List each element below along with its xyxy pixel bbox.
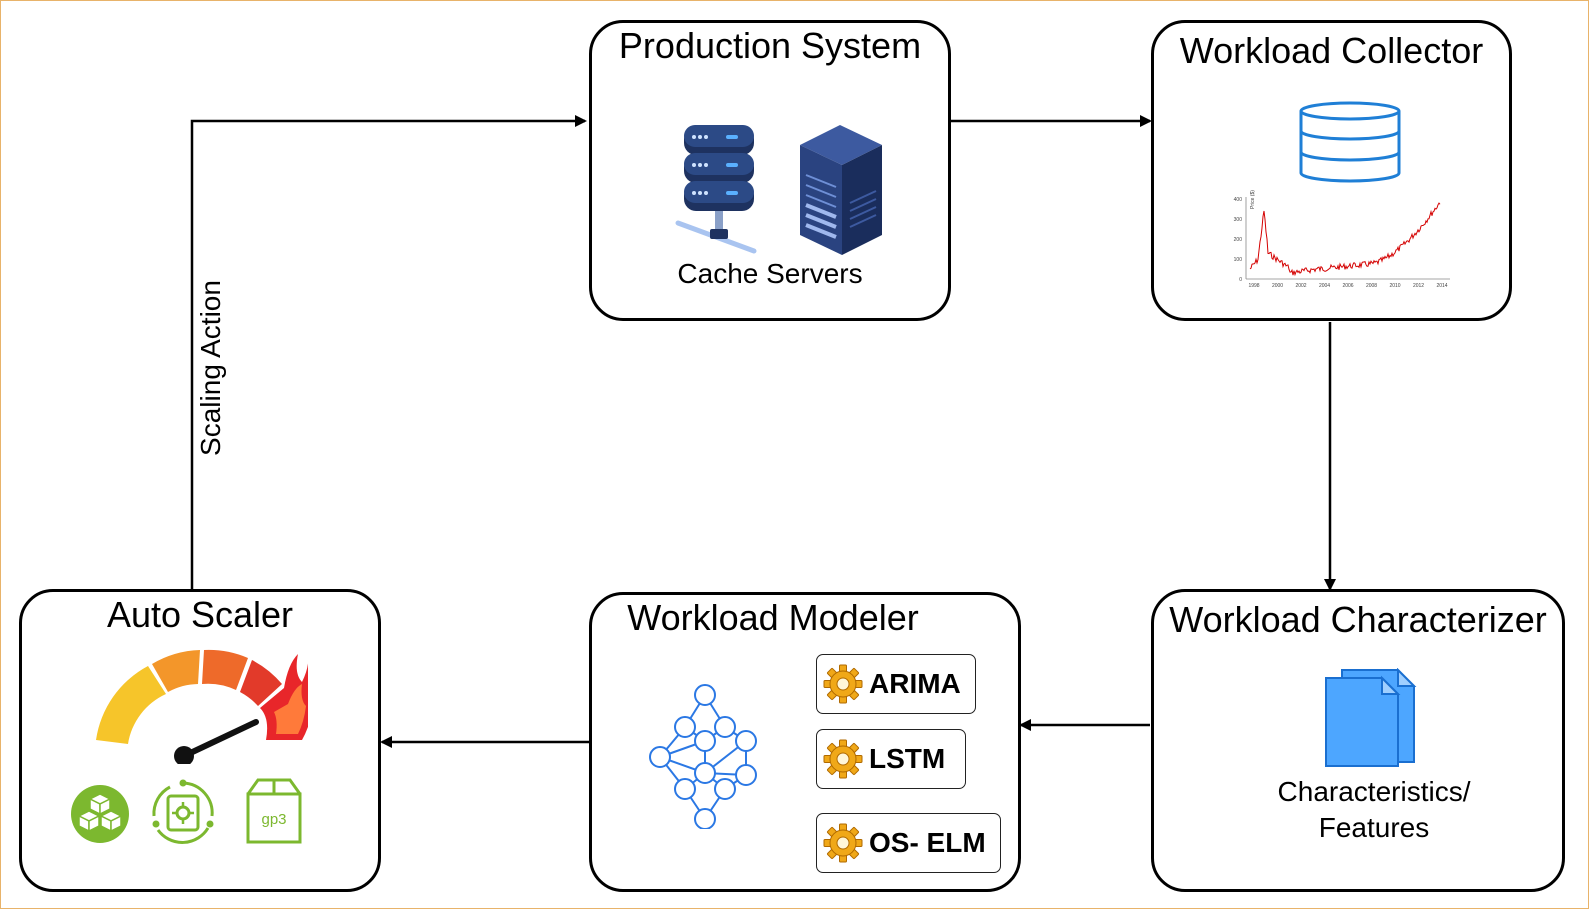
- mini-chart-y-tick: 200: [1234, 237, 1243, 243]
- workload-characterizer-box: Workload Characterizer Characteristics/ …: [1151, 589, 1565, 892]
- speedometer-icon: [96, 649, 308, 764]
- auto-scaler-box: Auto Scaler: [19, 589, 381, 892]
- workload-modeler-box: Workload Modeler: [589, 592, 1021, 892]
- production-system-title: Production System: [618, 25, 922, 66]
- auto-scaler-title: Auto Scaler: [106, 594, 294, 635]
- documents-icon: [1325, 668, 1417, 767]
- workload-modeler-title: Workload Modeler: [627, 597, 919, 638]
- mini-chart-x-tick: 2006: [1342, 283, 1353, 289]
- mini-chart-ylabel: Price ($): [1250, 190, 1256, 209]
- mini-chart-x-tick: 2004: [1319, 283, 1330, 289]
- cache-server-rack-icon: [675, 125, 757, 254]
- gp3-label: gp3: [261, 811, 286, 828]
- model-lstm-label: LSTM: [869, 743, 946, 774]
- mini-chart-y-tick: 300: [1234, 217, 1243, 223]
- mini-chart-x-tick: 2000: [1272, 283, 1283, 289]
- model-arima-label: ARIMA: [869, 668, 961, 699]
- cubes-icon: [71, 785, 129, 843]
- mini-chart-y-tick: 400: [1234, 197, 1243, 203]
- mini-chart-x-tick: 2008: [1366, 283, 1377, 289]
- gear-icon: [823, 664, 863, 704]
- model-lstm-button[interactable]: LSTM: [816, 729, 966, 789]
- workload-characterizer-title: Workload Characterizer: [1169, 599, 1547, 640]
- production-system-box: Production System: [589, 20, 951, 321]
- automation-cycle-icon: [152, 779, 214, 844]
- model-arima-button[interactable]: ARIMA: [816, 654, 976, 714]
- cache-servers-caption: Cache Servers: [677, 258, 863, 289]
- neural-network-icon: [649, 684, 757, 829]
- gp3-volume-icon: gp3: [246, 778, 302, 844]
- workload-collector-title: Workload Collector: [1179, 30, 1484, 71]
- mini-chart-x-tick: 2010: [1389, 283, 1400, 289]
- mini-chart-x-tick: 2012: [1413, 283, 1424, 289]
- gear-icon: [823, 739, 863, 779]
- mini-chart-x-tick: 1998: [1248, 283, 1259, 289]
- mini-chart-y-tick: 100: [1234, 257, 1243, 263]
- mini-chart-x-tick: 2014: [1436, 283, 1447, 289]
- workload-collector-box: Workload Collector 0 100 200 300 400 1998 200…: [1151, 20, 1512, 321]
- server-tower-icon: [800, 125, 882, 255]
- model-os-elm-button[interactable]: OS- ELM: [816, 813, 1001, 873]
- database-icon: [1299, 101, 1401, 183]
- workload-series-line: [1249, 202, 1441, 277]
- workload-time-series-chart: 0 100 200 300 400 1998 2000 2002 2004 2006 2008 20…: [1234, 190, 1450, 289]
- mini-chart-y-tick: 0: [1239, 277, 1242, 283]
- scaling-action-label: Scaling Action: [195, 280, 226, 456]
- arrow-scaler-to-production: [190, 115, 587, 589]
- gear-icon: [823, 823, 863, 863]
- mini-chart-x-tick: 2002: [1295, 283, 1306, 289]
- model-os-elm-label: OS- ELM: [869, 827, 986, 858]
- characteristics-caption-line1: Characteristics/: [1277, 776, 1471, 807]
- characteristics-caption-line2: Features: [1318, 812, 1430, 843]
